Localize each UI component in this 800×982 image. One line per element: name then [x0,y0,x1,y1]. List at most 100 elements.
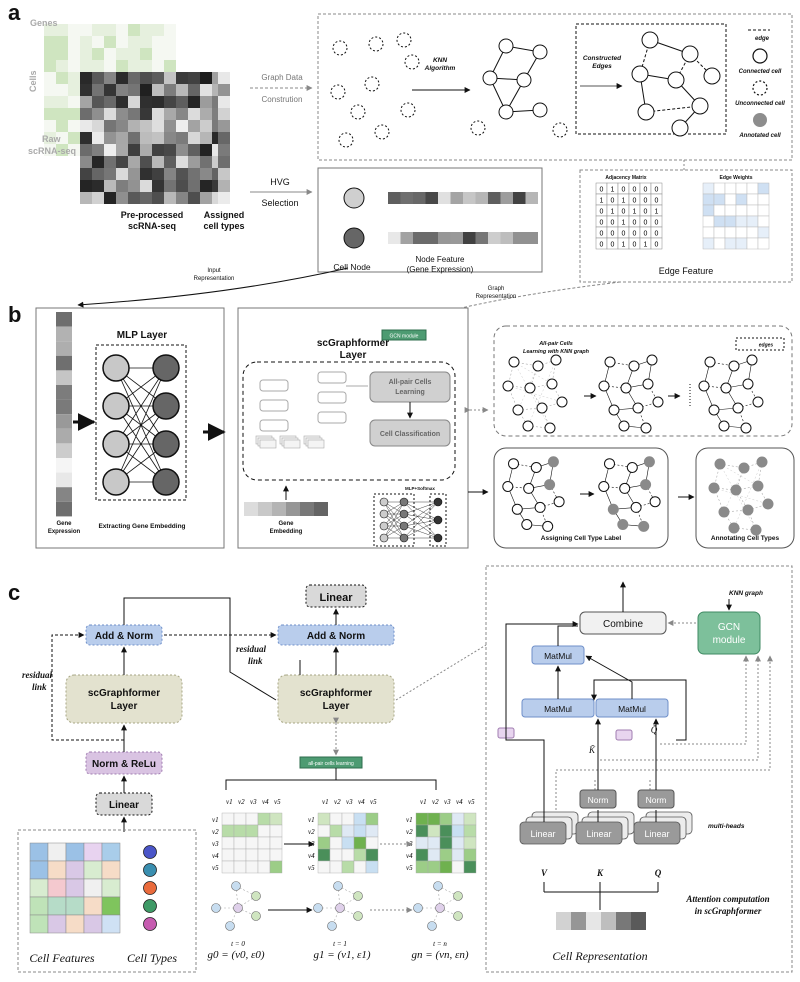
cell-feature-cell [83,914,103,934]
constructed-node [671,119,689,137]
mini-edge [383,501,405,539]
matrix-row-label: v4 [212,852,219,860]
matrix-cell [353,848,367,862]
pre-cell [140,84,152,96]
pre-cell [152,156,164,168]
annotated-node [728,522,740,534]
input-repr-label-1: Input [207,268,221,274]
raw-cell [104,36,116,48]
feature-cell [488,192,501,204]
gene-expression-label-1: Gene [56,521,72,527]
time-label: t = 0 [231,940,245,948]
raw-cell [44,144,56,156]
matrix-cell [439,836,453,850]
matrix-cell [233,812,247,826]
evolving-node [435,903,445,913]
gene-expression-cell [56,341,72,356]
matmul-right-to-top [585,655,633,699]
raw-cell [152,48,164,60]
hvg-label-2: Selection [261,198,298,208]
pre-cell [176,132,188,144]
g0-label: g0 = (ν0, ε0) [208,949,265,961]
graph-edge-faint [507,385,563,403]
pre-cell [92,132,104,144]
node-feature-label-2: (Gene Expression) [407,265,474,274]
gene-embedding-cell [286,502,300,516]
weight-cell [735,182,748,195]
graph-repr-label-2: Representation [476,294,517,300]
matrix-col-label: v3 [444,798,451,806]
matrix-cell [269,812,283,826]
matmul-left-label: MatMul [544,704,572,714]
adjacency-value: 0 [622,187,626,194]
graph-edge [723,511,735,529]
pre-cell [188,168,200,180]
adjacency-value: 0 [600,187,604,194]
raw-cell [68,48,80,60]
annotated-node [638,520,650,532]
adjacency-value: 0 [611,198,615,205]
unconnected-node [350,104,366,120]
pre-cell [164,84,176,96]
matrix-cell [221,860,235,874]
mini-node [399,521,409,531]
cell-repr-cell [631,912,646,930]
knn-node [532,44,548,60]
matrix-col-label: v3 [250,798,257,806]
g1-label: g1 = (ν1, ε1) [314,949,371,961]
pre-cell [80,168,92,180]
raw-cell [140,24,152,36]
adjacency-value: 0 [611,220,615,227]
raw-cell [80,24,92,36]
pre-cell [188,72,200,84]
graph-node [604,458,615,470]
matrix-cell [463,860,477,874]
matrix-cell [415,824,429,838]
raw-cell [140,48,152,60]
matrix-cell [451,836,465,850]
weight-cell [702,215,715,228]
pre-cell [200,180,212,192]
pre-cell [80,180,92,192]
weight-cell [746,182,759,195]
feature-cell [525,232,538,244]
pre-cell [92,120,104,132]
pre-cell [116,84,128,96]
matrix-row-label: v1 [308,816,315,824]
pre-cell [128,108,140,120]
matrix-cell [317,824,331,838]
pre-cell [116,156,128,168]
pre-cell [128,168,140,180]
scgf-to-attention-link [395,644,487,701]
adjacency-value: 0 [611,231,615,238]
graph-node [708,404,720,416]
scgf-layer-left [65,674,183,724]
graph-edge-faint [513,361,551,429]
input-repr-label-2: Representation [194,276,235,282]
raw-cell [104,60,116,72]
scgf-layer-title-2: Layer [340,350,367,361]
knn-node [482,70,498,86]
multi-heads-label: multi-heads [708,823,745,830]
raw-cell [56,108,68,120]
mlp-network-box [95,344,187,501]
mini-edge [403,525,439,539]
adjacency-value: 0 [644,187,648,194]
pre-cell [128,96,140,108]
linear-top-label: Linear [319,592,353,604]
gene-embedding-cell [314,502,328,516]
cell-node-light [343,187,365,209]
raw-cell [164,48,176,60]
assigning-label: Assigning Cell Type Label [541,535,622,542]
allpair-bracket [225,768,437,790]
graph-node [550,354,562,366]
assigned-cell [218,120,230,132]
matrix-col-label: v1 [420,798,427,806]
vkq-bracket [543,882,659,910]
mini-node [379,497,389,507]
all-pair-label-1: All-pair Cells [389,379,432,386]
cell-node-dark [343,227,365,249]
pre-cell [92,156,104,168]
pre-cell [116,132,128,144]
assigned-cell [218,84,230,96]
